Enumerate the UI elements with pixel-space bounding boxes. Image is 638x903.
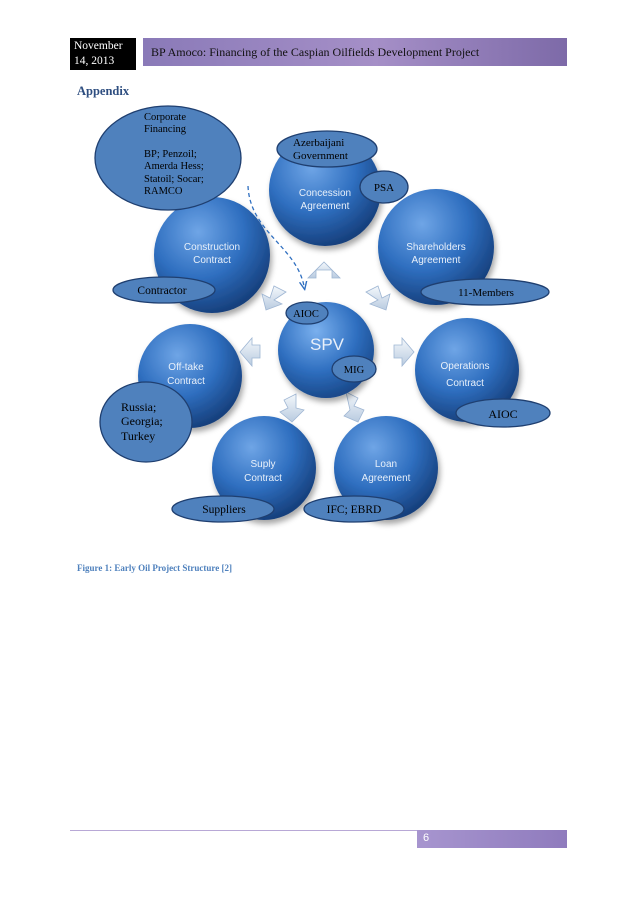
corporate-line1: Corporate <box>144 112 186 123</box>
header-date-line1: November <box>74 40 123 52</box>
header-date-line2: 14, 2013 <box>74 55 115 67</box>
callout-russia-georgia-turkey: Russia; Georgia; Turkey <box>99 381 193 463</box>
psa-label: PSA <box>374 182 394 194</box>
page-number: 6 <box>423 832 430 844</box>
aioc-top-label: AIOC <box>293 309 319 320</box>
arrow-left-icon <box>239 336 261 368</box>
section-title: Appendix <box>77 84 130 98</box>
operations-line1: Operations <box>441 361 490 372</box>
arrow-downright-icon <box>343 391 365 423</box>
callout-ifc-ebrd: IFC; EBRD <box>303 495 405 523</box>
arrow-upleft-icon <box>261 285 287 311</box>
supply-line1: Suply <box>250 459 275 470</box>
concession-line2: Agreement <box>301 201 350 212</box>
callout-corporate-financing: Corporate Financing BP; Penzoil; Amerda … <box>94 105 242 211</box>
shareholders-line2: Agreement <box>412 255 461 266</box>
offtake-line2: Contract <box>167 376 205 387</box>
supply-sphere <box>212 416 316 520</box>
offtake-line1: Off-take <box>168 362 204 373</box>
azerbaijani-line1: Azerbaijani <box>293 137 344 149</box>
connector-arrows <box>239 261 415 423</box>
ifc-ebrd-label: IFC; EBRD <box>327 504 382 516</box>
operations-sphere <box>415 318 519 422</box>
arrow-up-icon <box>307 261 341 279</box>
loan-line1: Loan <box>375 459 397 470</box>
header-date: November 14, 2013 <box>70 38 136 70</box>
node-supply: Suply Contract <box>212 416 316 520</box>
arrow-downleft-icon <box>279 393 305 423</box>
corporate-line2: Financing <box>144 124 187 135</box>
node-loan: Loan Agreement <box>334 416 438 520</box>
corporate-line5: Statoil; Socar; <box>144 174 204 185</box>
corporate-line4: Amerda Hess; <box>144 161 204 172</box>
spv-label: SPV <box>310 335 345 354</box>
contractor-label: Contractor <box>137 285 186 297</box>
callout-aioc-operations: AIOC <box>455 398 551 428</box>
callout-contractor: Contractor <box>112 276 216 304</box>
members-label: 11-Members <box>458 287 514 299</box>
dashed-arrow <box>247 185 304 286</box>
supply-line2: Contract <box>244 473 282 484</box>
node-operations: Operations Contract <box>415 318 519 422</box>
russia-line3: Turkey <box>121 429 155 443</box>
construction-line1: Construction <box>184 242 240 253</box>
loan-line2: Agreement <box>362 473 411 484</box>
corporate-line6: RAMCO <box>144 186 183 197</box>
shareholders-sphere <box>378 189 494 305</box>
construction-line2: Contract <box>193 255 231 266</box>
arrow-upright-icon <box>365 285 391 311</box>
mig-label: MIG <box>344 365 365 376</box>
callout-suppliers: Suppliers <box>171 495 275 523</box>
header-title: BP Amoco: Financing of the Caspian Oilfi… <box>151 45 480 59</box>
concession-line1: Concession <box>299 188 351 199</box>
suppliers-label: Suppliers <box>202 504 246 516</box>
russia-line2: Georgia; <box>121 414 163 428</box>
russia-line1: Russia; <box>121 400 156 414</box>
footer-page-box: 6 <box>417 830 567 848</box>
arrow-right-icon <box>393 336 415 368</box>
corporate-line3: BP; Penzoil; <box>144 149 197 160</box>
loan-sphere <box>334 416 438 520</box>
azerbaijani-line2: Government <box>293 150 348 162</box>
header-band <box>143 38 567 66</box>
callout-11-members: 11-Members <box>420 278 550 306</box>
callout-psa: PSA <box>359 170 409 204</box>
operations-line2: Contract <box>446 378 484 389</box>
aioc-operations-label: AIOC <box>488 407 517 421</box>
node-shareholders: Shareholders Agreement <box>378 189 494 305</box>
figure-caption: Figure 1: Early Oil Project Structure [2… <box>77 563 232 573</box>
callout-mig: MIG <box>331 355 377 383</box>
footer-rule <box>70 830 567 831</box>
callout-azerbaijani-government: Azerbaijani Government <box>276 130 378 168</box>
shareholders-line1: Shareholders <box>406 242 465 253</box>
callout-aioc-top: AIOC <box>285 301 329 325</box>
